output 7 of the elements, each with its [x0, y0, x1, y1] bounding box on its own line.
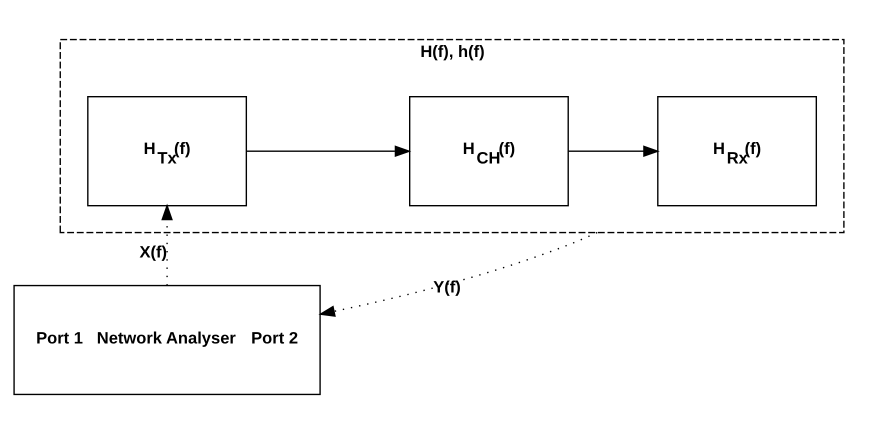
- arrow: [318, 232, 598, 317]
- edge-label: Y(f): [433, 277, 461, 296]
- edge-label: X(f): [140, 242, 168, 262]
- node-box: Port 1 Network Analyser Port 2: [13, 284, 321, 396]
- arrow: [246, 145, 412, 157]
- arrow: [568, 145, 660, 157]
- arrow: [161, 204, 173, 286]
